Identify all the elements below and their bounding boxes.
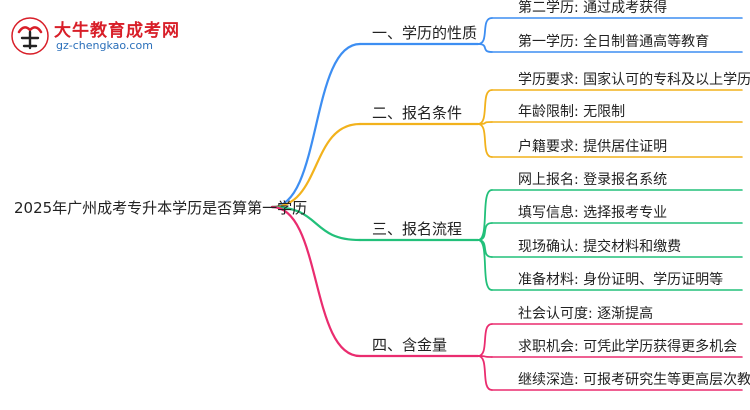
leaf-node: 准备材料: 身份证明、学历证明等: [518, 271, 723, 288]
logo-url: gz-chengkao.com: [56, 39, 153, 52]
leaf-node: 年龄限制: 无限制: [518, 104, 625, 120]
leaf-node: 填写信息: 选择报考专业: [518, 204, 667, 221]
leaf-node: 现场确认: 提交材料和缴费: [518, 238, 681, 255]
leaf-node: 网上报名: 登录报名系统: [518, 172, 667, 188]
leaf-node: 继续深造: 可报考研究生等更高层次教育: [518, 371, 750, 388]
mindmap-labels: 2025年广州成考专升本学历是否算第一学历 一、学历的性质 第二学历: 通过成考获…: [14, 0, 750, 388]
leaf-node: 户籍要求: 提供居住证明: [518, 138, 667, 155]
leaf-node: 学历要求: 国家认可的专科及以上学历: [518, 71, 750, 88]
branch-node: 一、学历的性质: [372, 24, 477, 42]
branch-edge: [270, 205, 362, 358]
leaf-node: 第一学历: 全日制普通高等教育: [518, 33, 709, 50]
site-logo[interactable]: 大牛教育成考网 gz-chengkao.com: [10, 14, 210, 58]
leaf-node: 求职机会: 可凭此学历获得更多机会: [518, 338, 737, 355]
leaf-node: 第二学历: 通过成考获得: [518, 0, 667, 16]
branch-edge: [270, 122, 362, 209]
branch-node: 三、报名流程: [372, 220, 462, 238]
leaf-edge: [477, 89, 493, 125]
branch-node: 四、含金量: [372, 336, 447, 354]
leaf-edge: [477, 355, 493, 391]
leaf-edge: [477, 17, 493, 45]
leaf-edge: [477, 123, 493, 158]
leaf-edge: [477, 323, 493, 357]
branch-edge: [270, 42, 362, 209]
mindmap-edges: [270, 17, 743, 391]
branch-node: 二、报名条件: [372, 104, 462, 122]
leaf-edge: [477, 189, 493, 241]
logo-title: 大牛教育成考网: [54, 21, 180, 41]
branch-edge: [270, 205, 362, 242]
root-node: 2025年广州成考专升本学历是否算第一学历: [14, 199, 307, 217]
leaf-edge: [477, 43, 493, 53]
leaf-edge: [477, 239, 493, 291]
bull-logo-icon: [11, 17, 49, 55]
leaf-node: 社会认可度: 逐渐提高: [518, 305, 653, 322]
